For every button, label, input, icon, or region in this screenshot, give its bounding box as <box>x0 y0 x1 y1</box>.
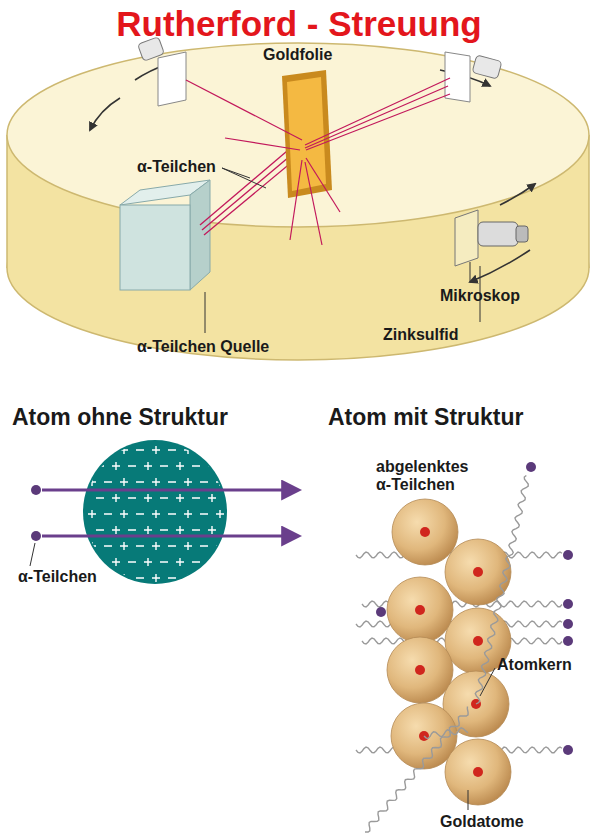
section-heading: Atom ohne Struktur <box>12 404 228 430</box>
part-label: Mikroskop <box>440 287 520 305</box>
leader-line <box>205 168 480 333</box>
part-label: Goldfolie <box>263 46 332 64</box>
alpha-source <box>120 180 210 290</box>
title: Rutherford - Streuung <box>116 4 482 44</box>
part-label: α-Teilchen <box>137 158 216 176</box>
part-label: Atomkern <box>497 656 572 674</box>
leader-line <box>468 668 495 810</box>
scattered-beam <box>186 78 450 245</box>
part-label: α-Teilchen Quelle <box>137 338 269 356</box>
deflected-track <box>365 462 536 832</box>
part-label: α-Teilchen <box>18 568 97 586</box>
apparatus-ring <box>7 43 589 360</box>
gold-atom <box>387 499 511 805</box>
section-heading: Atom mit Struktur <box>328 404 524 430</box>
part-label: abgelenktes α-Teilchen <box>376 458 486 495</box>
part-label: Zinksulfid <box>383 326 459 344</box>
part-label: Goldatome <box>440 813 524 831</box>
plum-pudding-atom <box>30 440 298 584</box>
